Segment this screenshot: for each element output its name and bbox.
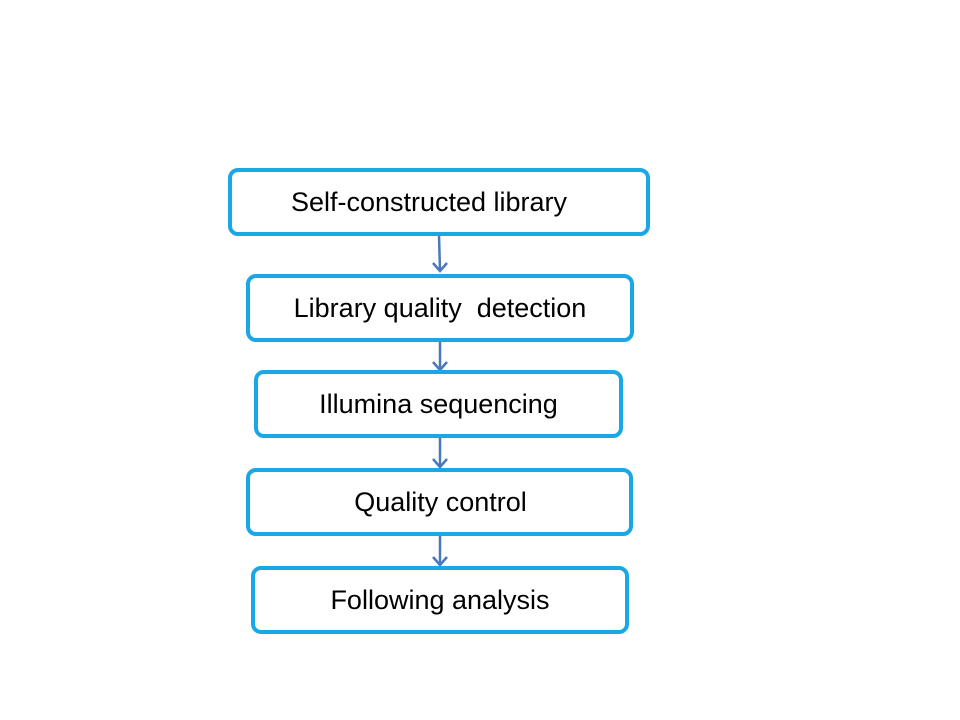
step-label: Following analysis bbox=[330, 584, 550, 615]
step-self-constructed-library: Self-constructed library bbox=[228, 168, 650, 236]
step-label: Quality control bbox=[354, 486, 527, 517]
arrow-1-to-2 bbox=[432, 235, 448, 273]
step-label: Self-constructed library bbox=[290, 186, 568, 217]
step-illumina-sequencing: Illumina sequencing bbox=[254, 370, 623, 438]
arrow-3-to-4 bbox=[432, 438, 448, 469]
step-library-quality-detection: Library quality detection bbox=[246, 274, 634, 342]
step-quality-control: Quality control bbox=[246, 468, 633, 536]
arrow-2-to-3 bbox=[432, 342, 448, 372]
step-following-analysis: Following analysis bbox=[251, 566, 629, 634]
step-label: Library quality detection bbox=[293, 292, 587, 323]
arrow-4-to-5 bbox=[432, 536, 448, 567]
step-label: Illumina sequencing bbox=[319, 388, 558, 419]
